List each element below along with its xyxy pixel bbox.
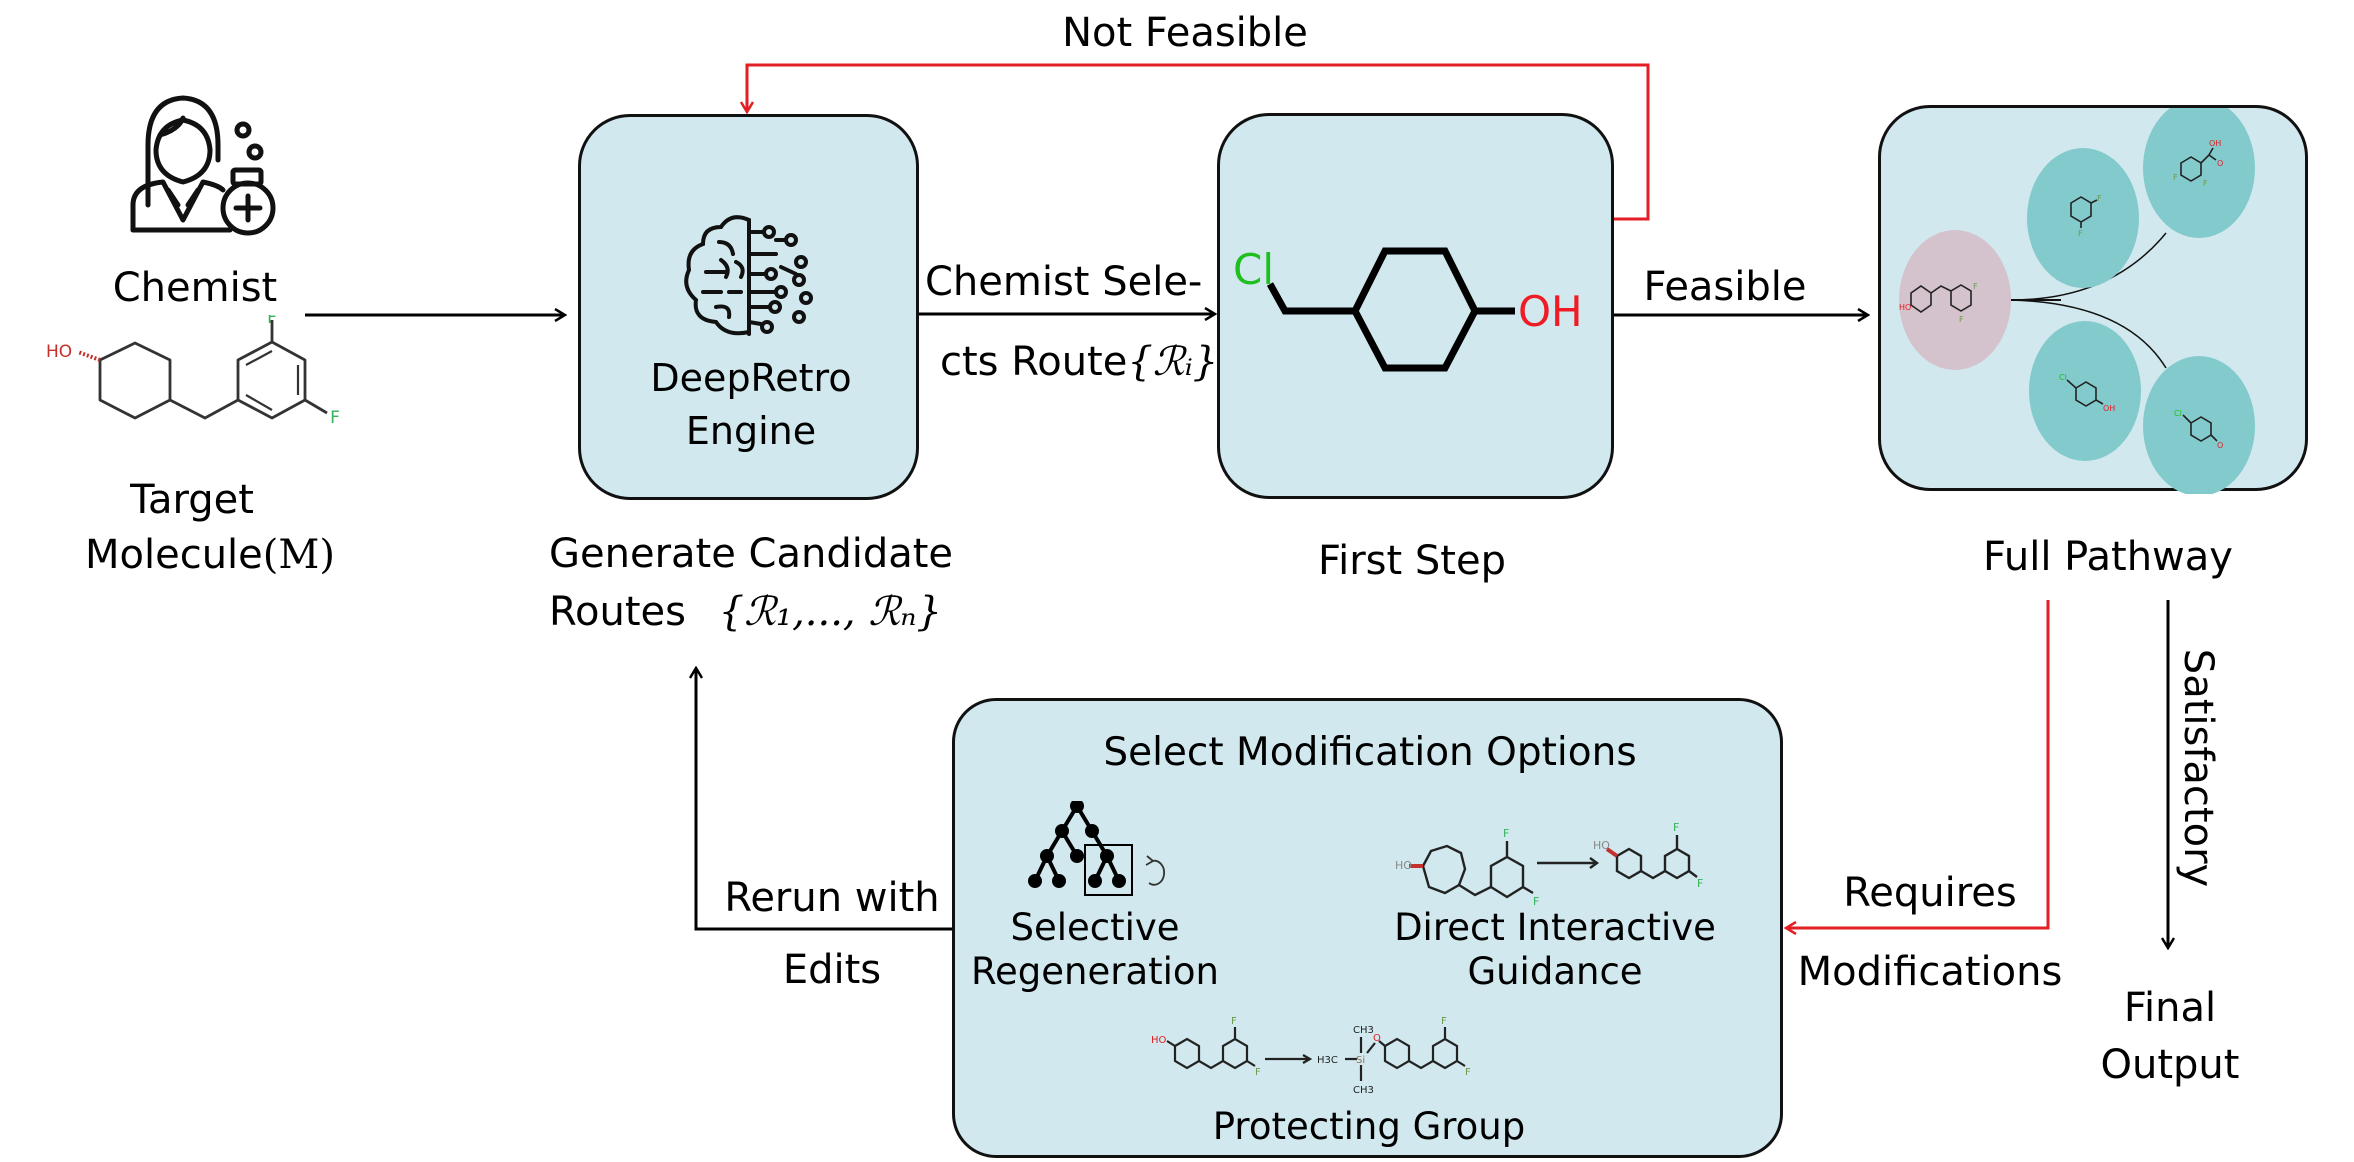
atom-label: HO	[1395, 859, 1412, 872]
hydroxyl-atom-label: HO	[46, 342, 72, 362]
requires-label-line2: Modifications	[1797, 949, 2063, 995]
atom-label: OH	[2103, 404, 2115, 413]
target-label-line2: Molecule(M)	[85, 535, 335, 575]
selected-route-math: {ℛᵢ}	[1127, 339, 1219, 385]
final-output-line1: Final	[2123, 985, 2217, 1031]
atom-label: O	[2217, 159, 2223, 168]
atom-label: HO	[1593, 839, 1610, 852]
atom-label: F	[2097, 194, 2102, 203]
atom-label: F	[1231, 1016, 1237, 1027]
atom-label: F	[1441, 1016, 1447, 1027]
engine-caption-line1: Generate Candidate	[549, 531, 954, 577]
option-label-line2: Guidance	[1467, 950, 1643, 993]
engine-caption-text: Routes	[549, 589, 686, 635]
protecting-group-reaction-structure: HO F F H3C Si CH3 CH3 O F F	[1151, 1016, 1471, 1096]
engine-title-line1: DeepRetro	[650, 356, 852, 400]
requires-label-line1: Requires	[1843, 870, 2017, 916]
brain-circuit-icon	[684, 215, 813, 336]
atom-label: F	[2203, 179, 2208, 188]
chemist-with-flask-icon	[130, 95, 276, 236]
atom-label: F	[1673, 821, 1679, 834]
option-label-line2: Regeneration	[970, 950, 1220, 993]
atom-label: Cl	[2174, 409, 2182, 418]
atom-label: F	[1973, 282, 1978, 291]
engine-caption-line2: Routes {ℛ₁,..., ℛₙ}	[549, 592, 942, 632]
intermediate-node	[2029, 321, 2141, 461]
intermediate-node	[2143, 356, 2255, 494]
first-step-box[interactable]: Cl OH	[1217, 113, 1614, 499]
target-label-line1: Target	[130, 477, 254, 523]
first-step-caption: First Step	[1318, 538, 1506, 584]
fluorine-atom-label: F	[330, 408, 340, 428]
intermediate-node	[2143, 108, 2255, 238]
deepretro-engine-box[interactable]: DeepRetro Engine	[578, 114, 919, 500]
modification-options-box[interactable]: Select Modification Options Selective Re…	[952, 698, 1783, 1158]
rerun-label-line2: Edits	[782, 947, 882, 993]
arrow-rerun-with-edits	[696, 668, 952, 931]
atom-label: F	[2173, 173, 2178, 182]
option-label-line1: Selective	[1010, 906, 1180, 949]
modification-title: Select Modification Options	[1103, 730, 1637, 775]
hydroxyl-atom-label: OH	[1518, 287, 1583, 336]
option-label-line1: Direct Interactive	[1394, 906, 1716, 949]
atom-label: Cl	[2059, 373, 2067, 382]
not-feasible-label: Not Feasible	[1062, 10, 1308, 56]
atom-label: O	[1373, 1033, 1381, 1044]
target-node	[1899, 230, 2011, 370]
atom-label: CH3	[1353, 1025, 1374, 1036]
engine-title-line2: Engine	[685, 409, 817, 453]
atom-label: F	[1465, 1067, 1471, 1078]
option-protecting-group[interactable]: HO F F H3C Si CH3 CH3 O F F Protecting G…	[1145, 1011, 1605, 1151]
full-pathway-box[interactable]: HO F F F F OH O F F Cl OH Cl O	[1878, 105, 2308, 494]
option-direct-interactive-guidance[interactable]: HO F F HO F F Direct Interactive Guidanc…	[1394, 801, 1775, 1001]
pathway-tree: HO F F F F OH O F F Cl OH Cl O	[1899, 108, 2255, 494]
atom-label: F	[1533, 895, 1539, 908]
atom-label: Si	[1356, 1055, 1365, 1066]
satisfactory-label: Satisfactory	[2175, 648, 2221, 888]
chemist-node	[118, 90, 278, 240]
target-label-text: Molecule	[85, 532, 263, 578]
target-molecule-structure: F F HO	[40, 308, 360, 460]
intermediate-node	[2027, 148, 2139, 288]
option-selective-regeneration[interactable]: Selective Regeneration	[955, 801, 1255, 1001]
tree-regenerate-icon	[1028, 801, 1166, 896]
atom-label: O	[2217, 441, 2223, 450]
chemist-label: Chemist	[112, 265, 278, 311]
atom-label: H3C	[1317, 1055, 1338, 1066]
atom-label: HO	[1899, 303, 1911, 312]
full-pathway-caption: Full Pathway	[1983, 534, 2233, 580]
final-output-line2: Output	[2100, 1042, 2240, 1088]
atom-label: F	[1255, 1067, 1261, 1078]
atom-label: HO	[1151, 1035, 1167, 1046]
option-label: Protecting Group	[1212, 1105, 1526, 1148]
first-step-molecule-structure: Cl OH	[1233, 245, 1583, 372]
feasible-label: Feasible	[1643, 264, 1807, 310]
atom-label: F	[2078, 229, 2083, 238]
edge-select-label-line2: cts Route{ℛᵢ}	[940, 342, 1218, 382]
guidance-reaction-structure: HO F F HO F F	[1395, 821, 1703, 908]
atom-label: F	[1697, 877, 1703, 890]
chlorine-atom-label: Cl	[1233, 245, 1274, 294]
atom-label: OH	[2209, 139, 2221, 148]
arrow-requires-modifications	[1786, 600, 2050, 928]
pathway-edge	[2010, 299, 2167, 369]
atom-label: F	[1503, 827, 1509, 840]
candidate-routes-math: {ℛ₁,..., ℛₙ}	[718, 589, 942, 635]
atom-label: CH3	[1353, 1085, 1374, 1096]
edge-select-text: cts Route	[940, 339, 1128, 385]
rerun-label-line1: Rerun with	[724, 875, 940, 921]
fluorine-atom-label: F	[267, 315, 277, 328]
atom-label: F	[1959, 315, 1964, 324]
edge-select-label-line1: Chemist Sele-	[925, 259, 1203, 305]
target-label-symbol: (M)	[262, 532, 335, 578]
arrow-not-feasible-loop	[747, 63, 1650, 221]
